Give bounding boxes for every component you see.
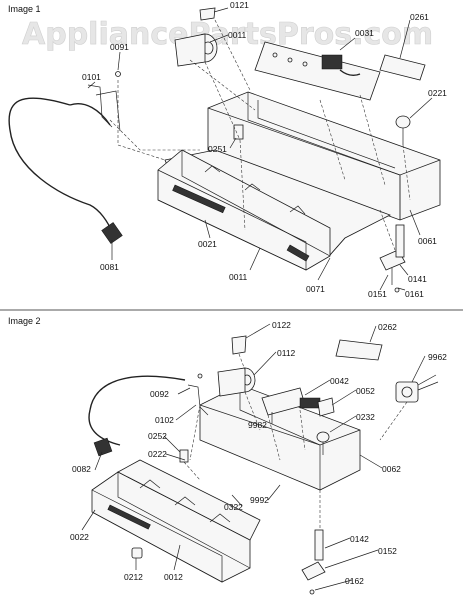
wire-harness-0101: [87, 71, 121, 132]
section-image-2: Image 2: [8, 316, 447, 595]
label-0112: 0112: [277, 348, 296, 358]
label-0092: 0092: [150, 389, 169, 399]
label-0232: 0232: [356, 412, 375, 422]
label-0052: 0052: [356, 386, 375, 396]
part-0261: [379, 54, 426, 81]
knob-0112: [217, 367, 256, 397]
label-0222: 0222: [148, 449, 167, 459]
label-0091: 0091: [110, 42, 129, 52]
section-title-image-2: Image 2: [8, 316, 41, 326]
label-0011-b: 0011: [229, 272, 248, 282]
label-0212: 0212: [124, 572, 143, 582]
label-0031: 0031: [355, 28, 374, 38]
label-0152: 0152: [378, 546, 397, 556]
knob-0011: [174, 33, 218, 67]
label-0151: 0151: [368, 289, 387, 299]
section-title-image-1: Image 1: [8, 4, 41, 14]
power-cord-0082: [88, 375, 186, 457]
assembly-lines-image-1: [109, 19, 411, 251]
clip-0121: [199, 7, 216, 21]
label-0221: 0221: [428, 88, 447, 98]
bracket-0141: [379, 224, 406, 293]
chassis-0061: [207, 91, 441, 221]
bracket-0142: [301, 529, 326, 595]
label-0252: 0252: [148, 431, 167, 441]
part-0251: [233, 124, 244, 140]
label-0122: 0122: [272, 320, 291, 330]
label-0022: 0022: [70, 532, 89, 542]
part-0252: [179, 449, 189, 463]
label-9992: 9992: [250, 495, 269, 505]
label-0141: 0141: [408, 274, 427, 284]
sensor-0221: [395, 115, 411, 145]
label-9962: 9962: [428, 352, 447, 362]
label-0042: 0042: [330, 376, 349, 386]
label-0082: 0082: [72, 464, 91, 474]
part-labels-image-2: 0122 0262 0112 9962 0042 0052 0092 0102 …: [70, 320, 447, 586]
label-0021: 0021: [198, 239, 217, 249]
label-0012: 0012: [164, 572, 183, 582]
section-image-1: Image 1: [8, 0, 447, 299]
label-0062: 0062: [382, 464, 401, 474]
label-0161: 0161: [405, 289, 424, 299]
label-0261: 0261: [410, 12, 429, 22]
label-0322: 0322: [224, 502, 243, 512]
label-0101: 0101: [82, 72, 101, 82]
leaders-image-1: [87, 7, 433, 291]
assembly-lines-image-2: [183, 353, 408, 530]
control-board-0031: [254, 41, 381, 101]
clip-0122: [231, 335, 247, 355]
plate-0262: [335, 339, 383, 361]
watermark-text: AppliancePartsPros.com: [22, 17, 433, 52]
part-labels-image-1: 0121 0011 0031 0261 0091 0101 0221 0251 …: [82, 0, 447, 299]
label-0162: 0162: [345, 576, 364, 586]
label-0251: 0251: [208, 144, 227, 154]
label-0142: 0142: [350, 534, 369, 544]
label-0262: 0262: [378, 322, 397, 332]
sensor-0232: [316, 431, 330, 455]
motor-9962: [395, 374, 439, 403]
board-0042: [261, 387, 335, 417]
panel-frame-0012: [117, 459, 261, 541]
label-0081: 0081: [100, 262, 119, 272]
leaders-image-2: [81, 323, 426, 591]
label-0011: 0011: [228, 30, 247, 40]
label-0061: 0061: [418, 236, 437, 246]
label-0121: 0121: [230, 0, 249, 10]
label-0102: 0102: [155, 415, 174, 425]
label-0071: 0071: [306, 284, 325, 294]
button-0212: [131, 547, 143, 559]
wire-harness-0102: [187, 373, 209, 416]
label-9982: 9982: [248, 420, 267, 430]
power-cord-0081: [8, 97, 123, 244]
